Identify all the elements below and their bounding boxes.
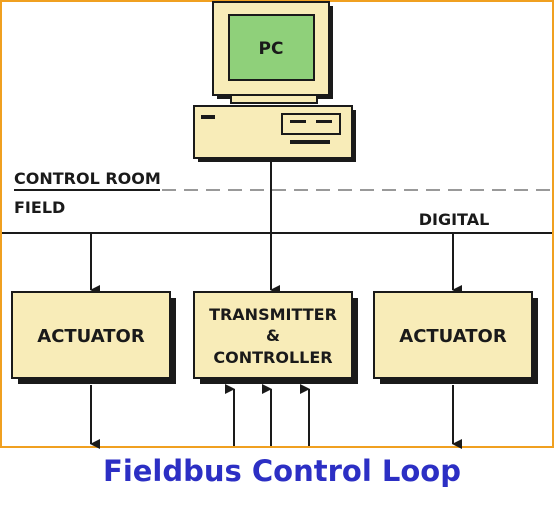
digital-label: DIGITAL bbox=[419, 210, 490, 229]
pc-drive-slot-3 bbox=[316, 120, 332, 123]
actuator-left-block: ACTUATOR bbox=[11, 291, 176, 384]
actuator-right-block: ACTUATOR bbox=[373, 291, 538, 384]
pc-drive-bay bbox=[281, 113, 341, 135]
control-room-label: CONTROL ROOM bbox=[14, 169, 161, 188]
pc-drive-slot bbox=[201, 115, 215, 119]
monitor-stand bbox=[230, 94, 318, 104]
transmitter-label-line3: CONTROLLER bbox=[213, 348, 332, 367]
actuator-left-box bbox=[11, 291, 171, 379]
computer-label: PC bbox=[259, 39, 284, 59]
field-label: FIELD bbox=[14, 198, 65, 217]
transmitter-controller-block: TRANSMITTER & CONTROLLER bbox=[193, 291, 358, 384]
computer: PC bbox=[193, 1, 356, 162]
monitor-screen bbox=[228, 14, 315, 81]
actuator-right-box bbox=[373, 291, 533, 379]
transmitter-label-line2: & bbox=[266, 326, 280, 345]
diagram-title: Fieldbus Control Loop bbox=[103, 454, 461, 488]
actuator-left-label: ACTUATOR bbox=[37, 326, 145, 347]
transmitter-label-line1: TRANSMITTER bbox=[209, 305, 337, 324]
transmitter-box bbox=[193, 291, 353, 379]
actuator-right-label: ACTUATOR bbox=[399, 326, 507, 347]
pc-indicator bbox=[290, 140, 330, 144]
pc-drive-slot-2 bbox=[290, 120, 306, 123]
